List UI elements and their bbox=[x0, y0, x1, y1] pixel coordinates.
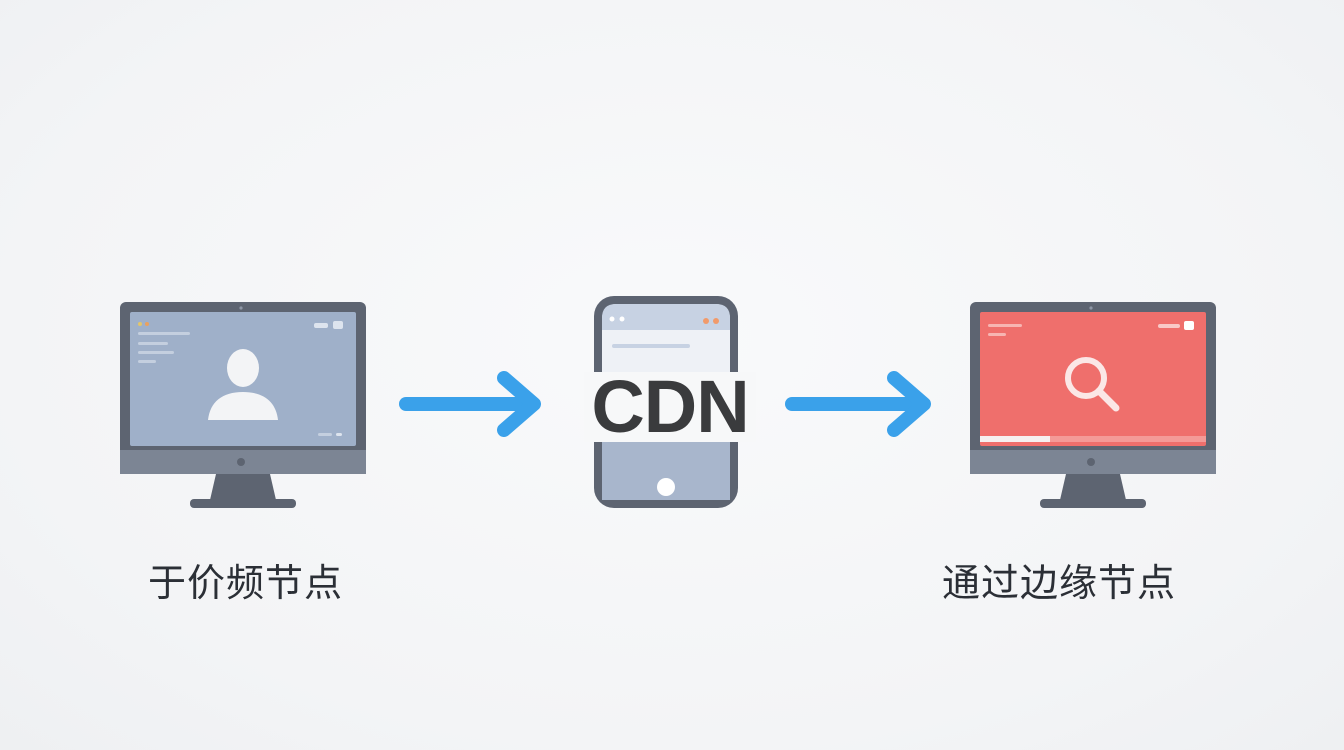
cdn-label: CDN bbox=[591, 365, 749, 448]
arrow-source-to-cdn bbox=[399, 371, 541, 437]
arrow-cdn-to-edge bbox=[785, 371, 931, 437]
search-icon bbox=[1065, 357, 1120, 412]
source-monitor bbox=[118, 300, 368, 512]
source-node-label: 于价频节点 bbox=[148, 561, 344, 605]
smartphone-icon bbox=[594, 296, 738, 508]
cdn-label-background bbox=[584, 372, 756, 442]
edge-monitor bbox=[968, 300, 1218, 512]
edge-node-label: 通过边缘节点 bbox=[942, 561, 1177, 605]
user-icon bbox=[208, 349, 278, 420]
cdn-phone bbox=[590, 292, 742, 512]
